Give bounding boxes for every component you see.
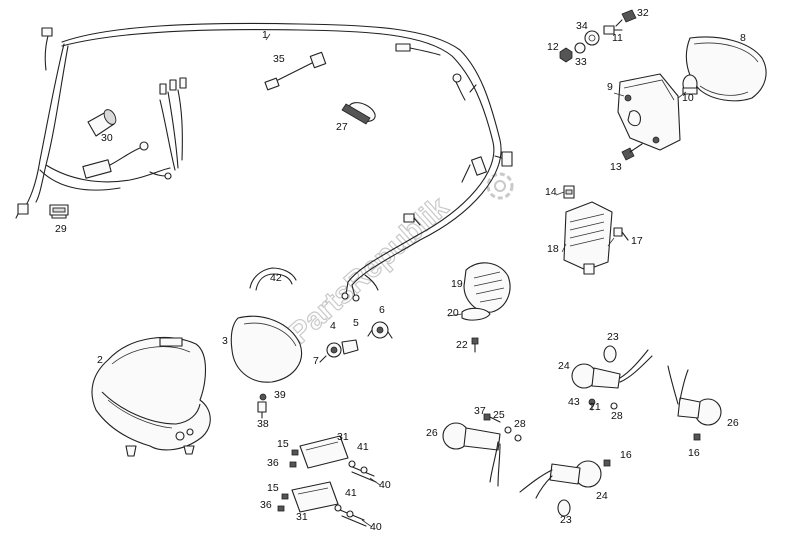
part-indicator-bracket-upper	[289, 435, 377, 483]
part-indicator-front-a	[442, 413, 522, 487]
callout-c34: 34	[576, 20, 588, 32]
part-screw-22	[471, 337, 479, 353]
part-front-fairing	[91, 336, 211, 457]
part-indicator-front-b	[519, 459, 611, 517]
callout-c30: 30	[101, 132, 113, 144]
callout-c18: 18	[547, 243, 559, 255]
part-headlight-hardware	[257, 393, 267, 419]
callout-c15b: 15	[267, 482, 279, 494]
callout-c11: 11	[612, 32, 623, 44]
part-indicator-bracket-lower	[277, 481, 367, 527]
part-wiring-harness	[15, 22, 513, 302]
callout-c41b: 41	[345, 487, 357, 499]
callout-c41a: 41	[357, 441, 369, 453]
callout-c29: 29	[55, 223, 67, 235]
part-indicator-rear-a	[571, 345, 653, 411]
callout-c40a: 40	[379, 479, 391, 491]
part-bulb-holders	[319, 321, 393, 363]
callout-c3: 3	[222, 335, 228, 347]
callout-c26b: 26	[426, 427, 438, 439]
callout-c4: 4	[330, 320, 336, 332]
callout-c6: 6	[379, 304, 385, 316]
callout-c13: 13	[610, 161, 622, 173]
part-tail-light-lens	[685, 36, 767, 102]
part-headlight-lens	[230, 315, 302, 383]
part-bulb	[682, 74, 698, 95]
part-horn-bracket	[461, 307, 491, 321]
part-indicator-rear-b	[667, 365, 722, 441]
callout-c37: 37	[474, 405, 486, 417]
callout-c28b: 28	[514, 418, 526, 430]
callout-c36b: 36	[260, 499, 272, 511]
callout-c2: 2	[97, 354, 103, 366]
watermark: PartsRepublik	[282, 172, 514, 351]
callout-c43: 43	[568, 396, 580, 408]
callout-c33: 33	[575, 56, 587, 68]
part-horn	[463, 262, 511, 313]
callout-c42: 42	[270, 272, 282, 284]
callout-c12: 12	[547, 41, 559, 53]
callout-c16a: 16	[688, 447, 700, 459]
part-fuse	[49, 204, 69, 216]
leader-lines	[265, 33, 687, 528]
callout-c36a: 36	[267, 457, 279, 469]
callout-c23a: 23	[607, 331, 619, 343]
callout-c31b: 31	[296, 511, 308, 523]
callout-c16b: 16	[620, 449, 632, 461]
callout-c23b: 23	[560, 514, 572, 526]
callout-c32: 32	[637, 7, 649, 19]
callout-c21: 21	[589, 401, 601, 413]
callout-c9: 9	[607, 81, 613, 93]
part-tail-light-housing	[617, 73, 681, 151]
callout-c5: 5	[353, 317, 359, 329]
callout-c7: 7	[313, 355, 319, 367]
callout-c24b: 24	[596, 490, 608, 502]
callout-c22: 22	[456, 339, 468, 351]
callout-c40b: 40	[370, 521, 382, 533]
callout-c10: 10	[682, 92, 694, 104]
part-clip	[563, 185, 575, 199]
callout-c15a: 15	[277, 438, 289, 450]
part-regulator	[563, 201, 613, 275]
part-bolt-17	[613, 227, 629, 241]
callout-c1: 1	[262, 29, 268, 41]
part-small-hardware-tail	[559, 9, 643, 161]
part-cable-tie	[341, 102, 376, 125]
callout-c27: 27	[336, 121, 348, 133]
callout-c25: 25	[493, 409, 505, 421]
callout-c26a: 26	[727, 417, 739, 429]
callout-c38: 38	[257, 418, 269, 430]
callout-c24a: 24	[558, 360, 570, 372]
part-rubber-sleeve	[87, 109, 117, 137]
callout-c35: 35	[273, 53, 285, 65]
callout-c28a: 28	[611, 410, 623, 422]
part-connector-lead	[264, 51, 327, 91]
callout-c17: 17	[631, 235, 643, 247]
callout-c14: 14	[545, 186, 557, 198]
callout-c31a: 31	[337, 431, 349, 443]
part-seal	[249, 267, 297, 291]
callout-c19: 19	[451, 278, 463, 290]
callout-c39: 39	[274, 389, 286, 401]
watermark-gear-icon	[486, 172, 514, 200]
callout-c8: 8	[740, 32, 746, 44]
callout-c20: 20	[447, 307, 459, 319]
